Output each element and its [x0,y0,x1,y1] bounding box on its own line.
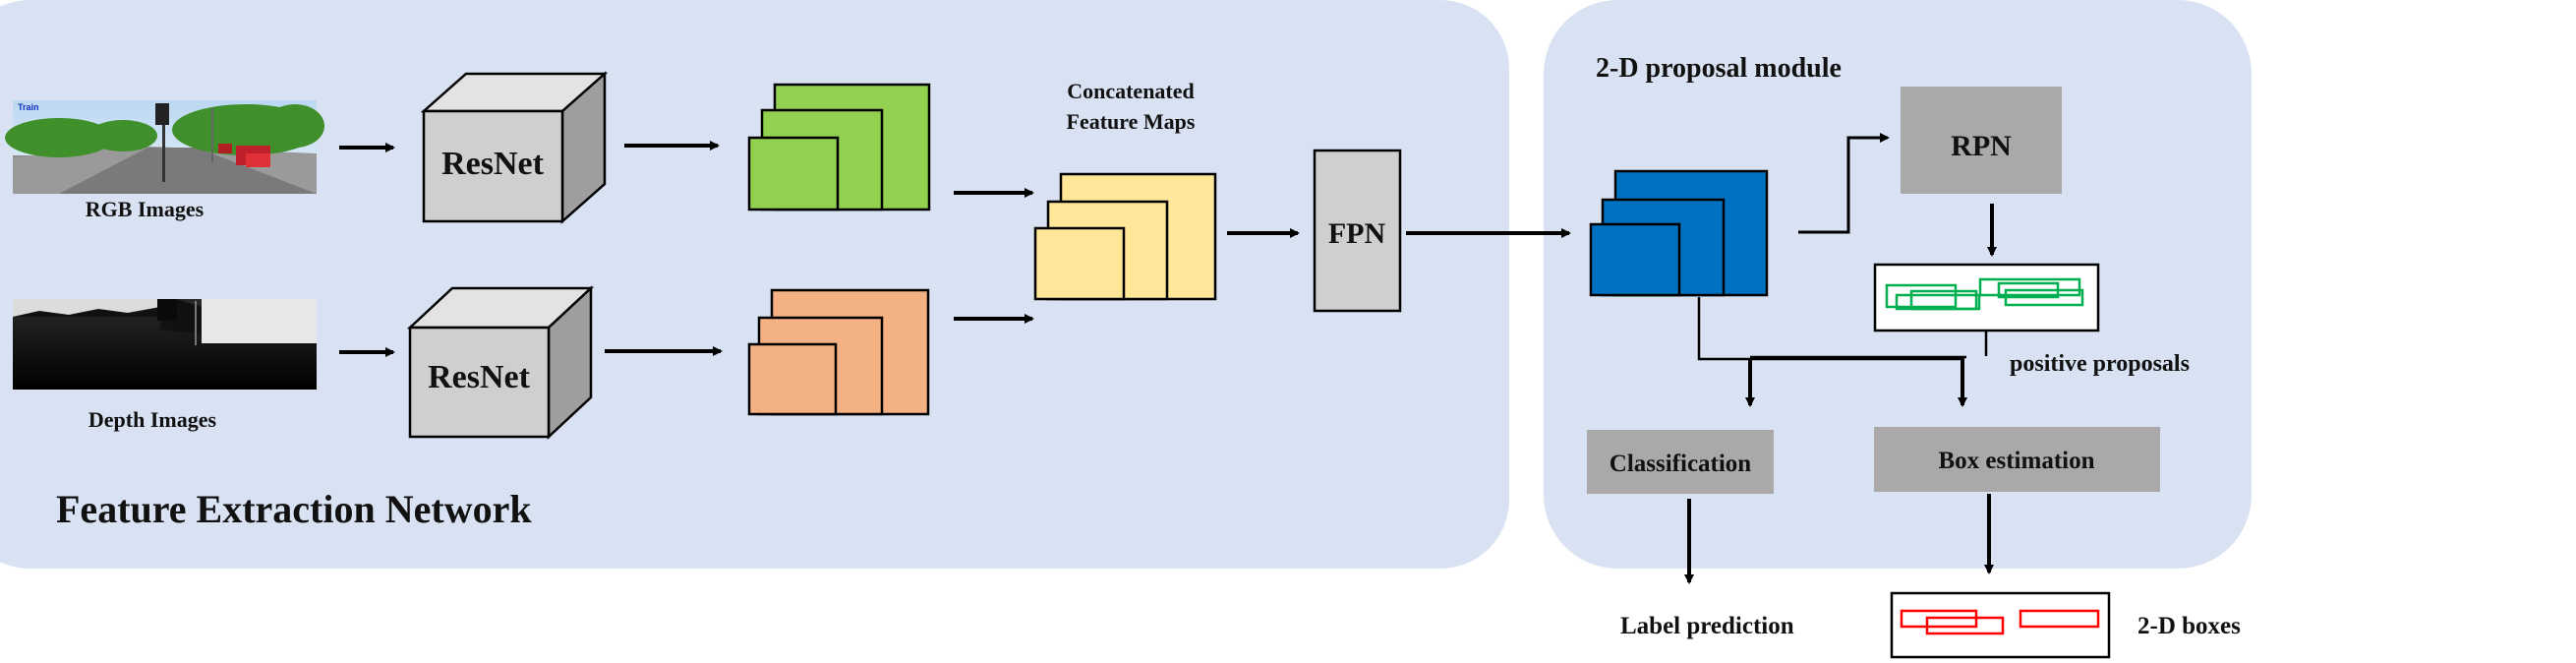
classification-label: Classification [1610,451,1752,477]
rgb-images-label: RGB Images [86,197,205,221]
resnet-rgb-label: ResNet [441,146,545,182]
depth-images-label: Depth Images [88,407,217,432]
fpn-block [1313,149,1402,313]
box-estimation-block [1874,427,2160,492]
boxes-2d-output [1890,591,2111,659]
rpn-label: RPN [1951,130,2012,162]
rgb-image-thumbnail: Train [5,100,324,194]
connector-maps-down [1697,297,1964,361]
positive-proposals-label: positive proposals [2010,351,2190,377]
concat-label-line2: Feature Maps [1067,109,1196,134]
concat-label-line1: Concatenated [1067,79,1195,103]
box-estimation-label: Box estimation [1938,448,2094,474]
classification-block [1587,430,1774,494]
depth-feature-maps [747,288,930,416]
resnet-block-depth: ResNet [406,285,595,440]
positive-proposals-box [1873,263,2100,332]
feature-extraction-panel [0,0,1509,569]
resnet-block-rgb: ResNet [420,71,609,224]
feature-extraction-title: Feature Extraction Network [56,487,532,531]
rgb-thumbnail-caption: Train [18,102,39,112]
boxes-2d-label: 2-D boxes [2137,613,2241,639]
proposal-module-title: 2-D proposal module [1596,53,1842,84]
resnet-depth-label: ResNet [428,359,531,395]
proposal-feature-maps [1589,169,1769,297]
arrow-maps-to-rpn [1798,133,1890,234]
fpn-label: FPN [1328,217,1386,250]
label-prediction-text: Label prediction [1620,613,1794,639]
rgb-feature-maps [747,83,931,211]
rpn-block [1901,87,2062,194]
depth-image-thumbnail [13,299,317,390]
concatenated-feature-maps [1033,172,1217,301]
